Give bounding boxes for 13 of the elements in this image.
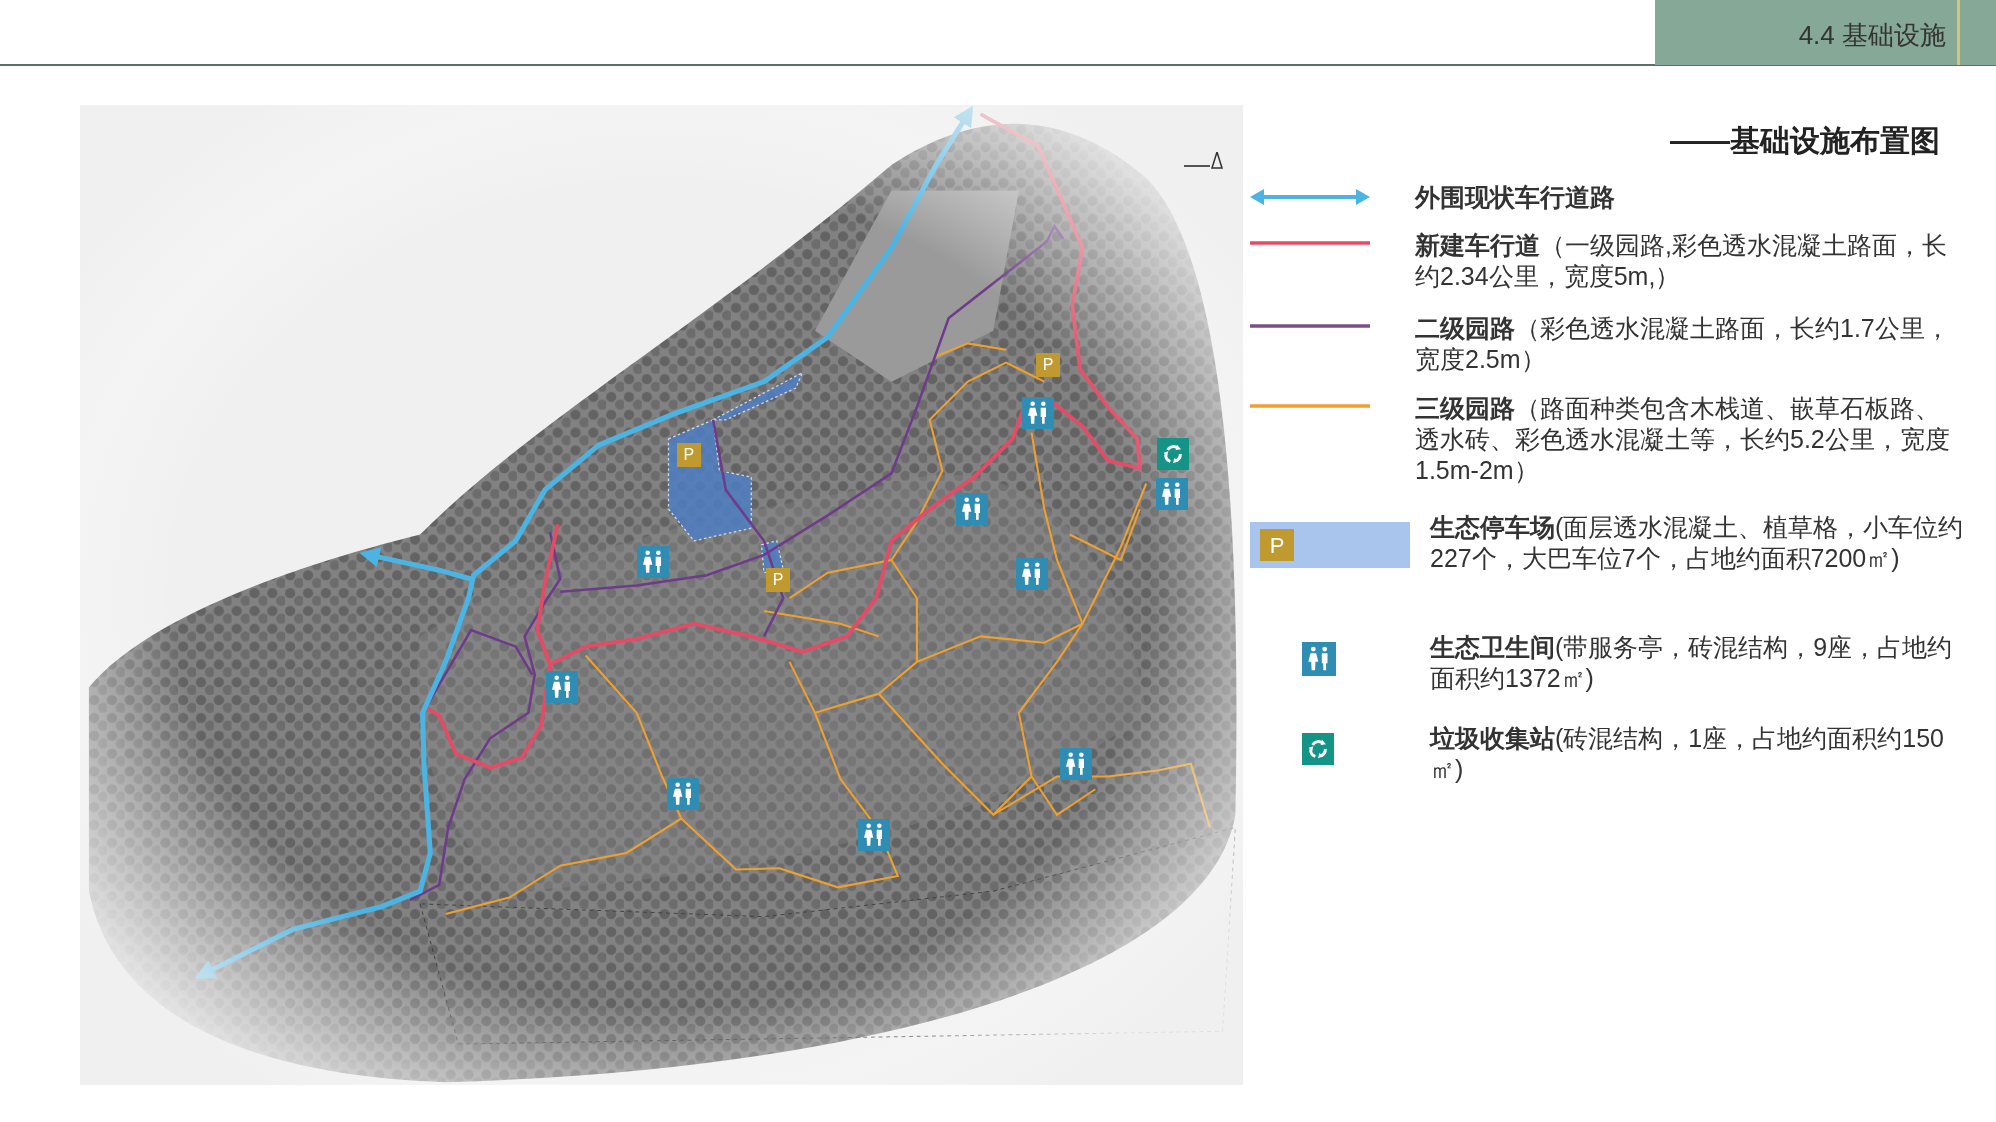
section-heading: 4.4 基础设施 bbox=[1798, 19, 1946, 52]
legend-text: 新建车行道（一级园路,彩色透水混凝土路面，长约2.34公里，宽度5m,） bbox=[1415, 230, 1948, 292]
legend-text: 二级园路（彩色透水混凝土路面，长约1.7公里，宽度2.5m） bbox=[1415, 313, 1951, 375]
parking-sign: P bbox=[1036, 352, 1061, 377]
parking-sign: P bbox=[766, 568, 791, 593]
legend-text: 生态停车场(面层透水混凝土、植草格，小车位约227个，大巴车位7个，占地约面积7200㎡) bbox=[1430, 512, 1965, 574]
parking-sign: P bbox=[676, 443, 701, 468]
legend-text: 垃圾收集站(砖混结构，1座，占地约面积约150㎡) bbox=[1430, 723, 1945, 785]
legend-text: 外围现状车行道路 bbox=[1415, 182, 1616, 213]
title: ——基础设施布置图 bbox=[1669, 126, 1940, 156]
legend-text: 三级园路（路面种类包含木栈道、嵌草石板路、透水砖、彩色透水混凝土等，长约5.2公里，宽度1.5m-2m） bbox=[1415, 393, 1951, 486]
legend-text: 生态卫生间(带服务亭，砖混结构，9座，占地约面积约1372㎡) bbox=[1430, 632, 1954, 694]
parking-sign: P bbox=[1260, 529, 1294, 561]
